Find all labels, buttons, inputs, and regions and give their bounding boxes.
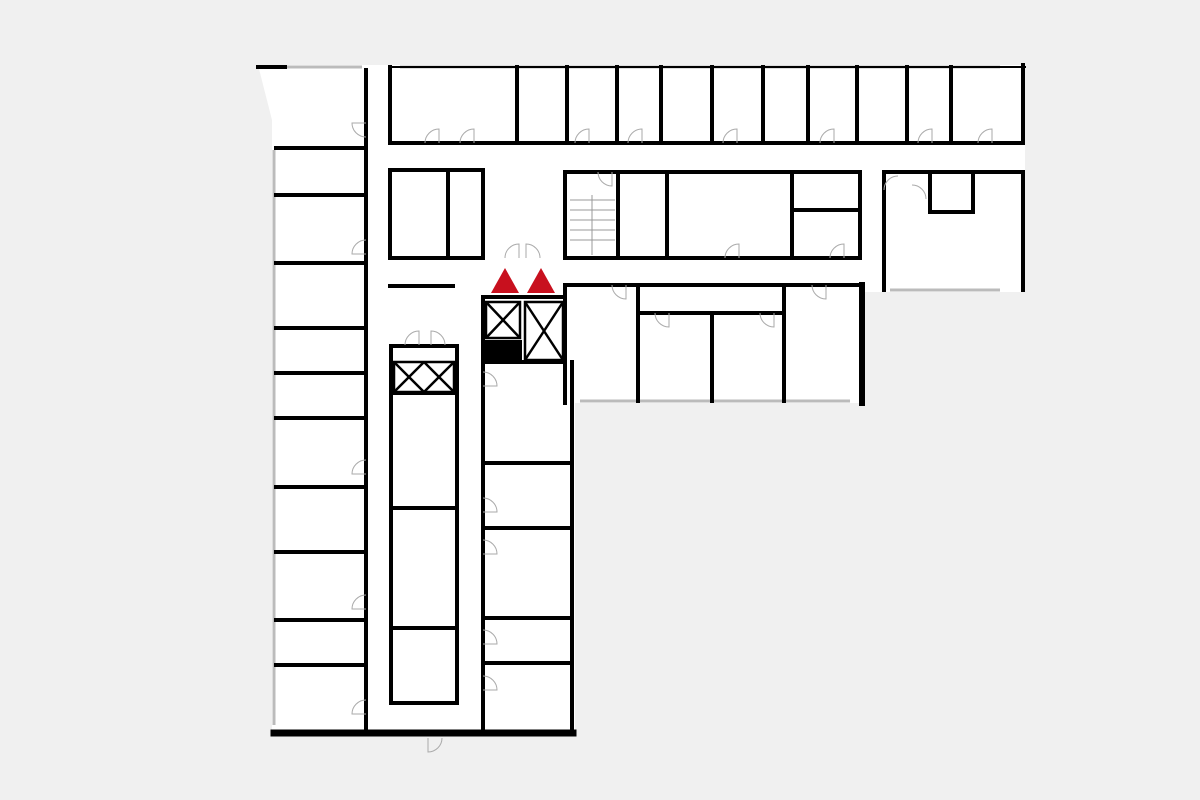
stairs	[570, 195, 615, 255]
doors	[351, 122, 993, 753]
triangle-marker-icon	[491, 268, 519, 293]
shaft	[484, 340, 522, 362]
walls	[256, 63, 1026, 737]
triangle-marker-icon	[527, 268, 555, 293]
elevators	[392, 300, 565, 394]
